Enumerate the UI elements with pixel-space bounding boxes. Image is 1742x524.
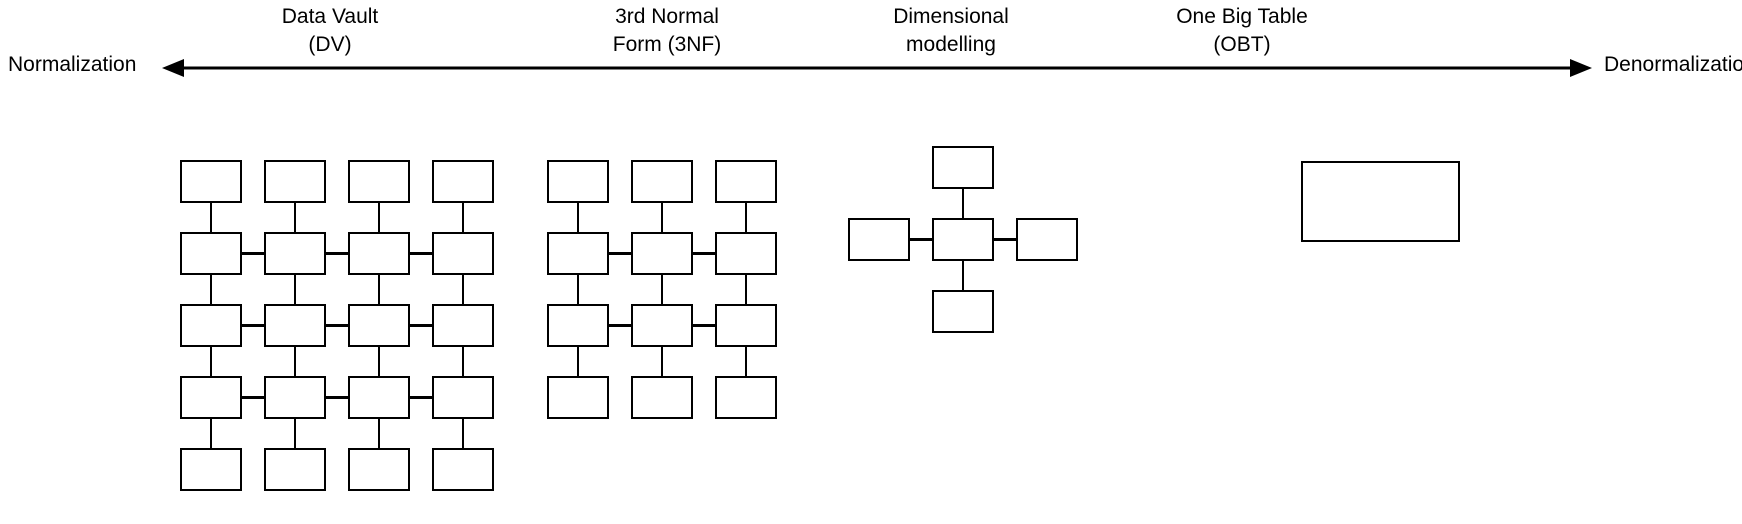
- third-normal-form-node: [547, 160, 609, 203]
- data-vault-node: [264, 232, 326, 275]
- third-normal-form-node: [547, 376, 609, 419]
- data-vault-connector-vertical: [209, 419, 213, 448]
- double-headed-arrow-icon: [160, 52, 1594, 84]
- data-vault-node: [348, 304, 410, 347]
- data-vault-node: [348, 376, 410, 419]
- third-normal-form-connector-vertical: [744, 275, 748, 304]
- data-vault-connector-vertical: [461, 203, 465, 232]
- data-vault-node: [432, 448, 494, 491]
- third-normal-form-connector-vertical: [744, 203, 748, 232]
- third-normal-form-connector-vertical: [660, 347, 664, 376]
- third-normal-form-connector-horizontal: [609, 324, 631, 327]
- dimensional-connector-vertical: [961, 261, 965, 290]
- dimensional-dimension-node: [932, 290, 994, 333]
- data-vault-connector-vertical: [293, 275, 297, 304]
- data-vault-connector-vertical: [377, 419, 381, 448]
- data-vault-node: [432, 232, 494, 275]
- third-normal-form-connector-vertical: [576, 347, 580, 376]
- stage-label-data-vault: Data Vault (DV): [281, 5, 379, 56]
- data-vault-connector-vertical: [293, 203, 297, 232]
- data-vault-node: [348, 160, 410, 203]
- data-vault-connector-horizontal: [326, 252, 348, 255]
- data-vault-node: [180, 160, 242, 203]
- data-vault-node: [348, 448, 410, 491]
- third-normal-form-node: [631, 304, 693, 347]
- third-normal-form-node: [631, 376, 693, 419]
- data-vault-connector-horizontal: [242, 396, 264, 399]
- stage-label-dimensional-modelling: Dimensional modelling: [893, 5, 1009, 56]
- data-vault-node: [348, 232, 410, 275]
- axis-label-normalization: Normalization: [8, 53, 137, 76]
- stage-label-third-normal-form: 3rd Normal Form (3NF): [612, 5, 722, 56]
- third-normal-form-node: [715, 304, 777, 347]
- data-vault-connector-vertical: [293, 347, 297, 376]
- data-vault-connector-horizontal: [410, 396, 432, 399]
- dimensional-connector-horizontal: [994, 238, 1016, 241]
- data-vault-node: [432, 160, 494, 203]
- data-vault-connector-vertical: [377, 203, 381, 232]
- dimensional-dimension-node: [848, 218, 910, 261]
- third-normal-form-connector-horizontal: [609, 252, 631, 255]
- third-normal-form-node: [715, 232, 777, 275]
- data-vault-connector-horizontal: [242, 252, 264, 255]
- third-normal-form-node: [631, 232, 693, 275]
- data-vault-connector-horizontal: [326, 324, 348, 327]
- data-vault-node: [264, 304, 326, 347]
- stage-label-one-big-table: One Big Table (OBT): [1176, 5, 1308, 56]
- data-vault-connector-horizontal: [242, 324, 264, 327]
- third-normal-form-connector-horizontal: [693, 252, 715, 255]
- third-normal-form-node: [547, 304, 609, 347]
- data-vault-node: [180, 304, 242, 347]
- data-vault-connector-vertical: [377, 275, 381, 304]
- one-big-table-node: [1301, 161, 1460, 242]
- dimensional-connector-vertical: [961, 189, 965, 218]
- dimensional-dimension-node: [932, 146, 994, 189]
- third-normal-form-connector-vertical: [744, 347, 748, 376]
- third-normal-form-node: [715, 160, 777, 203]
- third-normal-form-connector-vertical: [576, 275, 580, 304]
- data-vault-node: [432, 304, 494, 347]
- data-vault-node: [180, 376, 242, 419]
- data-vault-node: [264, 376, 326, 419]
- axis-label-denormalization: Denormalization: [1604, 53, 1742, 76]
- data-vault-connector-vertical: [461, 347, 465, 376]
- third-normal-form-connector-horizontal: [693, 324, 715, 327]
- data-vault-connector-vertical: [209, 275, 213, 304]
- data-vault-connector-vertical: [209, 203, 213, 232]
- data-vault-connector-vertical: [377, 347, 381, 376]
- dimensional-connector-horizontal: [910, 238, 932, 241]
- third-normal-form-connector-vertical: [660, 203, 664, 232]
- data-vault-connector-vertical: [209, 347, 213, 376]
- data-vault-node: [264, 448, 326, 491]
- data-vault-node: [432, 376, 494, 419]
- data-vault-connector-vertical: [293, 419, 297, 448]
- third-normal-form-node: [547, 232, 609, 275]
- data-vault-node: [180, 448, 242, 491]
- dimensional-dimension-node: [1016, 218, 1078, 261]
- data-vault-node: [180, 232, 242, 275]
- dimensional-fact-node: [932, 218, 994, 261]
- data-vault-connector-vertical: [461, 275, 465, 304]
- third-normal-form-node: [631, 160, 693, 203]
- third-normal-form-connector-vertical: [660, 275, 664, 304]
- third-normal-form-node: [715, 376, 777, 419]
- data-vault-connector-horizontal: [326, 396, 348, 399]
- third-normal-form-connector-vertical: [576, 203, 580, 232]
- data-vault-connector-horizontal: [410, 252, 432, 255]
- data-vault-connector-vertical: [461, 419, 465, 448]
- data-vault-connector-horizontal: [410, 324, 432, 327]
- data-vault-node: [264, 160, 326, 203]
